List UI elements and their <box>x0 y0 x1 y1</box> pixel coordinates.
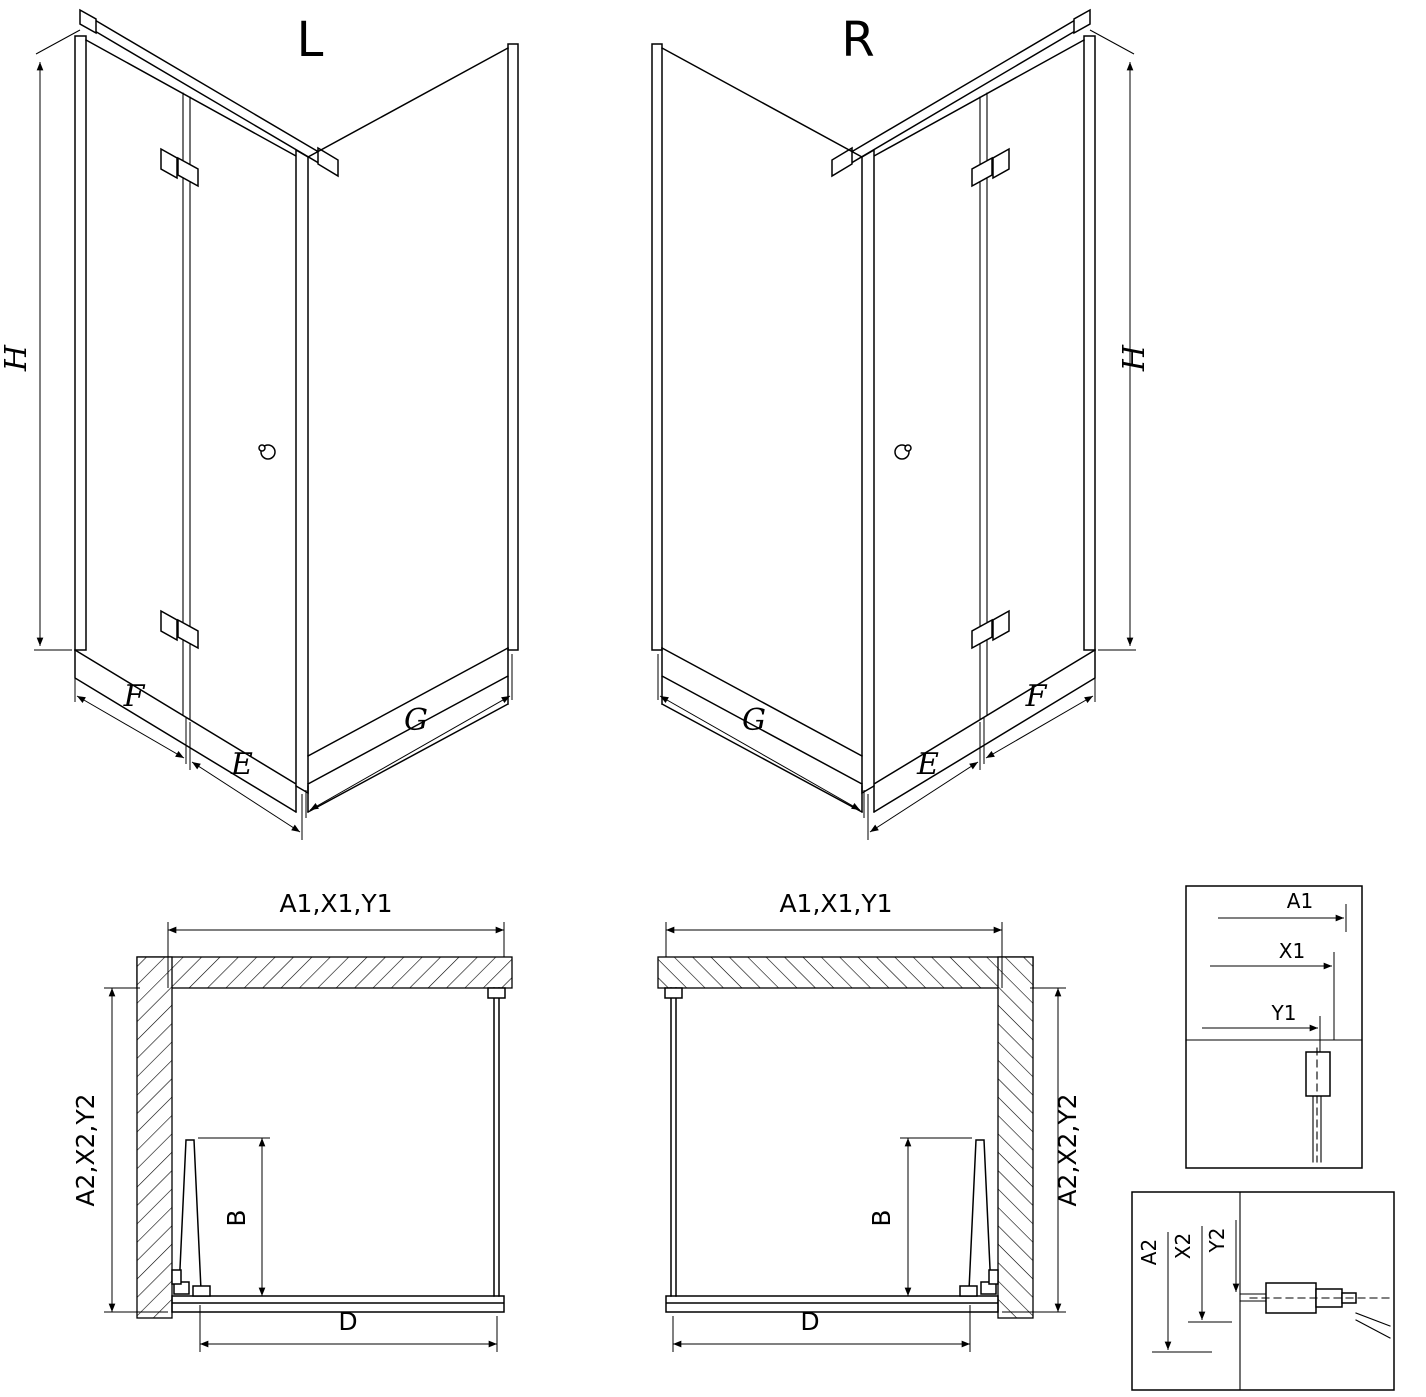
wall-bracket <box>487 987 506 999</box>
ext-line <box>189 722 303 840</box>
masonry-wall-top <box>136 956 513 989</box>
label-top-width-left: A1,X1,Y1 <box>279 889 392 918</box>
side-panel-top-edge <box>306 46 510 159</box>
label-a1: A1 <box>1287 889 1313 913</box>
label-y1: Y1 <box>1271 1001 1297 1025</box>
plan-dimensions <box>104 922 505 1352</box>
glass-section <box>1239 1293 1267 1302</box>
ext-line <box>305 654 513 818</box>
ext-line <box>35 29 81 55</box>
label-d-left: D <box>338 1307 357 1336</box>
dim-line-f <box>76 695 185 759</box>
detail-frame <box>1185 885 1363 1169</box>
dim-line-e <box>191 761 301 833</box>
door-wall-bottom-edge <box>73 648 298 786</box>
label-b-right: B <box>867 1209 896 1226</box>
corner-post <box>295 148 309 795</box>
perspective-view-left <box>34 8 519 840</box>
top-bar-corner-clamp <box>317 146 339 178</box>
label-x1: X1 <box>1279 939 1305 963</box>
tray-front-plan <box>171 1295 505 1313</box>
label-f-right: F <box>1025 679 1048 714</box>
label-a2: A2 <box>1137 1239 1161 1265</box>
wall-profile-door-side <box>74 35 87 651</box>
label-variant-left: L <box>297 12 324 68</box>
door-wall-top-edge <box>84 38 298 158</box>
label-d-right: D <box>800 1307 819 1336</box>
bottom-hinge-icon <box>160 609 178 642</box>
label-x2: X2 <box>1171 1233 1195 1259</box>
wall-pivot-block <box>171 1269 182 1285</box>
bifold-door-open-plan <box>178 1139 202 1291</box>
label-g-left: G <box>404 703 428 738</box>
top-hinge-icon <box>177 156 199 188</box>
bifold-fold-line <box>182 92 191 720</box>
label-f-left: F <box>123 679 146 714</box>
wall-profile-panel-side <box>507 43 519 651</box>
top-bar-wall-clamp <box>79 8 97 35</box>
plan-view-left <box>104 922 513 1352</box>
label-height-right: H <box>1117 344 1152 372</box>
label-y2: Y2 <box>1205 1228 1229 1254</box>
top-hinge-icon <box>160 147 178 180</box>
label-top-width-right: A1,X1,Y1 <box>779 889 892 918</box>
label-variant-right: R <box>841 12 874 68</box>
detail-frame <box>1131 1191 1395 1391</box>
label-height-left: H <box>0 344 34 372</box>
label-side-depth-left: A2,X2,Y2 <box>71 1093 100 1206</box>
dim-line-g <box>309 695 511 811</box>
label-e-right: E <box>916 747 939 782</box>
door-knob-icon <box>258 444 266 452</box>
door-hinge-block <box>192 1285 211 1297</box>
ext-line <box>74 656 187 764</box>
masonry-wall-side <box>136 956 173 1319</box>
glass-panel-plan <box>493 987 500 1297</box>
wall-profile-section <box>1305 1051 1331 1097</box>
label-e-left: E <box>230 747 253 782</box>
label-b-left: B <box>222 1209 251 1226</box>
bottom-hinge-icon <box>177 618 199 650</box>
label-g-right: G <box>742 703 766 738</box>
detail-view-top-width: A1 X1 Y1 <box>1185 885 1363 1169</box>
detail-view-side-depth: A2 X2 Y2 <box>1131 1191 1395 1391</box>
perspective-dimensions <box>34 29 513 840</box>
label-side-depth-right: A2,X2,Y2 <box>1053 1093 1082 1206</box>
glass-section <box>1312 1095 1322 1163</box>
wall-cut-lines <box>1355 1312 1391 1339</box>
